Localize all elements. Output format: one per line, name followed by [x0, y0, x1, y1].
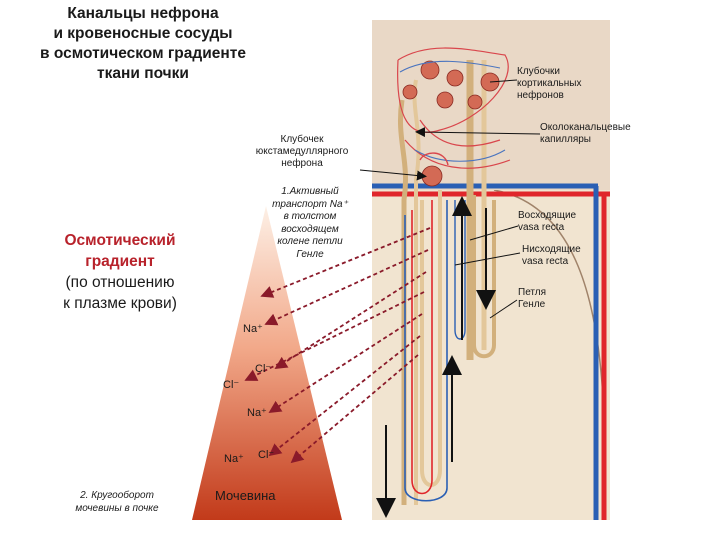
ion-cl: Cl⁻ — [223, 378, 239, 391]
label-urea: Мочевина — [215, 488, 276, 503]
cortex-region — [372, 20, 610, 190]
ion-na: Na⁺ — [247, 406, 267, 419]
ion-na: Na⁺ — [243, 322, 263, 335]
label-descending-vasa-recta: Нисходящие vasa recta — [522, 244, 581, 268]
osmotic-gradient-subtitle: (по отношению к плазме крови) — [40, 272, 200, 314]
label-urea-recycling: 2. Кругооборот мочевины в почке — [52, 490, 182, 515]
label-peritubular-capillaries: Околоканальцевые капилляры — [540, 122, 631, 146]
label-active-transport: 1.Активный транспорт Na⁺ в толстом восхо… — [250, 186, 370, 261]
label-loop-of-henle: Петля Генле — [518, 287, 546, 311]
label-ascending-vasa-recta: Восходящие vasa recta — [518, 210, 576, 234]
label-cortical-glomeruli: Клубочки кортикальных нефронов — [517, 66, 581, 102]
label-juxtamedullary-glomerulus: Клубочек юкстамедуллярного нефрона — [244, 134, 360, 170]
ion-cl: Cl⁻ — [255, 362, 271, 375]
page-title: Канальцы нефрона и кровеносные сосуды в … — [12, 4, 274, 84]
osmotic-gradient-title: Осмотический градиент — [40, 230, 200, 272]
ion-na: Na⁺ — [224, 452, 244, 465]
osmotic-gradient-label: Осмотический градиент (по отношению к пл… — [40, 230, 200, 314]
ion-cl: Cl⁻ — [258, 448, 274, 461]
